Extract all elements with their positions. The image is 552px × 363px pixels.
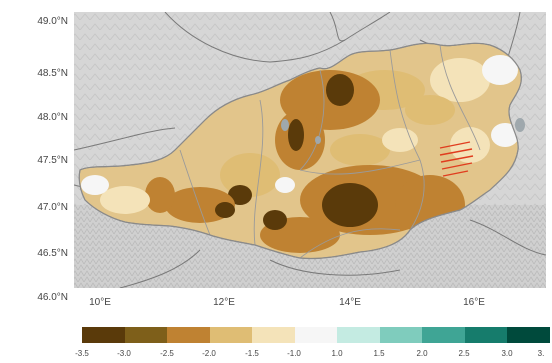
lat-label: 47.0°N [37, 202, 68, 213]
legend-tick: 2.5 [458, 349, 470, 358]
lon-label: 16°E [463, 297, 485, 308]
lat-label: 46.0°N [37, 292, 68, 303]
austria-border [78, 42, 522, 260]
legend-swatch [124, 327, 168, 343]
significance-hatch [439, 141, 474, 177]
lat-label: 49.0°N [37, 16, 68, 27]
legend-swatch [209, 327, 253, 343]
legend-tick: -3.0 [117, 349, 131, 358]
lon-label: 10°E [89, 297, 111, 308]
legend-tick: 1.0 [331, 349, 343, 358]
legend-tick: -2.5 [160, 349, 174, 358]
legend-swatch [422, 327, 465, 343]
legend-tick: -2.0 [202, 349, 216, 358]
legend-swatch [252, 327, 295, 343]
anomaly-patches [81, 55, 519, 253]
lat-label: 47.5°N [37, 155, 68, 166]
lat-label: 48.0°N [37, 112, 68, 123]
legend-tick: -3.5 [75, 349, 89, 358]
lakes [281, 118, 525, 144]
legend-swatch [337, 327, 380, 343]
lat-label: 48.5°N [37, 68, 68, 79]
lat-label: 46.5°N [37, 248, 68, 259]
legend-swatch [507, 327, 551, 343]
lon-label: 12°E [213, 297, 235, 308]
legend-swatch [82, 327, 125, 343]
state-borders [179, 44, 481, 259]
colorbar-legend [82, 327, 551, 343]
legend-tick: -1.0 [287, 349, 301, 358]
legend-swatch [379, 327, 423, 343]
legend-tick: 3.0 [501, 349, 513, 358]
legend-swatch [294, 327, 338, 343]
legend-tick: 3. [537, 349, 545, 358]
legend-swatch [167, 327, 210, 343]
lon-label: 14°E [339, 297, 361, 308]
legend-swatch [464, 327, 508, 343]
legend-tick: 2.0 [416, 349, 428, 358]
legend-tick: 1.5 [373, 349, 385, 358]
legend-tick: -1.5 [245, 349, 259, 358]
